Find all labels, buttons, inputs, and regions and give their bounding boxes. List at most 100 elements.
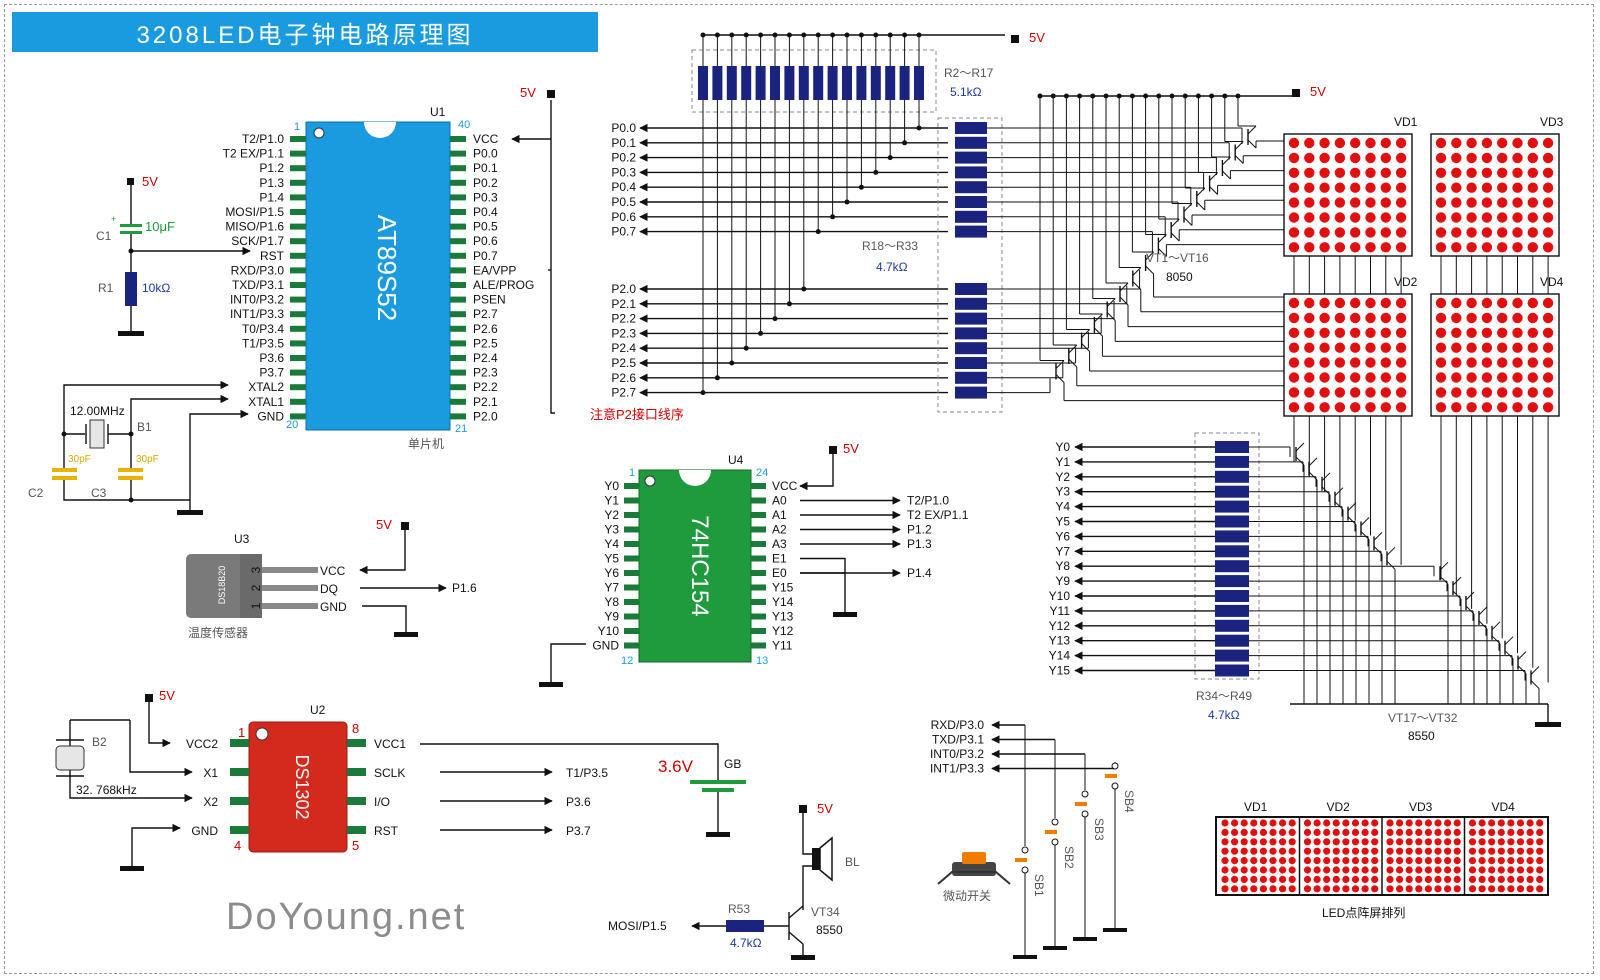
led-dot xyxy=(1304,182,1315,193)
r2-17-resistor xyxy=(914,66,924,100)
vt17-32-type: 8550 xyxy=(1408,729,1435,743)
arrangement-led xyxy=(1488,838,1496,846)
led-dot xyxy=(1365,152,1376,164)
arrangement-led xyxy=(1468,838,1477,846)
u4-left-pin-stub xyxy=(624,613,639,620)
arrangement-led xyxy=(1342,828,1350,837)
arrangement-led xyxy=(1434,828,1442,837)
led-dot xyxy=(1288,357,1300,368)
led-dot xyxy=(1435,297,1447,309)
u4-right-pin-stub xyxy=(751,642,766,649)
arrangement-led xyxy=(1434,885,1442,893)
arrangement-led xyxy=(1221,819,1229,827)
button-contact-bottom xyxy=(1111,782,1119,790)
u2-pin8: 8 xyxy=(352,721,359,736)
u1-left-pin-label: P3.6 xyxy=(259,351,284,365)
vt17-32-collector xyxy=(1295,442,1305,452)
speaker-cone xyxy=(819,836,833,882)
led-dot xyxy=(1481,197,1493,208)
r53-body xyxy=(726,920,764,932)
arrangement-led xyxy=(1361,847,1369,855)
led-dot xyxy=(1466,167,1477,178)
arrangement-led xyxy=(1453,866,1461,874)
r34-49-ref: R34～R49 xyxy=(1196,689,1252,703)
led-dot xyxy=(1319,182,1330,193)
u4-net-label: T2/P1.0 xyxy=(907,494,949,508)
led-dot xyxy=(1527,312,1539,324)
led-matrix-frame xyxy=(1430,133,1560,257)
arrangement-led xyxy=(1269,847,1277,855)
arrangement-led xyxy=(1434,819,1442,827)
u2-gnd-symbol xyxy=(120,866,144,871)
arrangement-led xyxy=(1231,866,1239,874)
led-dot xyxy=(1395,167,1407,178)
arrangement-led xyxy=(1507,857,1515,865)
led-dot xyxy=(1319,402,1330,413)
u4-left-pin-label: Y8 xyxy=(604,595,619,609)
u4-left-pin-stub xyxy=(624,599,639,605)
led-dot xyxy=(1451,387,1462,398)
u1-vcc-rail xyxy=(550,100,555,414)
u1-left-pin-stub xyxy=(290,194,306,201)
u1-right-pin-label: P2.0 xyxy=(473,409,498,423)
r2-17-resistor xyxy=(842,66,852,100)
arrangement-led xyxy=(1279,866,1287,874)
u1-right-pin-label: P2.7 xyxy=(473,307,498,321)
crystal-gnd-wire xyxy=(63,480,190,501)
arrangement-led xyxy=(1323,885,1331,893)
arrangement-led xyxy=(1288,819,1296,827)
arrangement-led xyxy=(1468,819,1477,827)
watermark: DoYoung.net xyxy=(226,896,467,938)
vt34-emitter xyxy=(788,931,804,945)
u1-left-pin-label: MISO/P1.6 xyxy=(225,220,284,234)
vt1-16-collector xyxy=(1132,267,1142,276)
led-dot xyxy=(1527,227,1539,238)
u1-left-pin-label: P1.2 xyxy=(259,161,284,175)
u4-right-pin-stub xyxy=(751,541,766,547)
column-net-label: Y6 xyxy=(1055,529,1070,543)
vt1-16-collector xyxy=(1196,187,1206,197)
arrangement-led xyxy=(1434,875,1442,884)
arrangement-led xyxy=(1313,875,1321,884)
led-dot xyxy=(1451,357,1462,368)
reset-junction xyxy=(128,248,134,254)
speaker-circuit: 5V BL VT34 8550 R53 4.7kΩ MOSI/P1.5 xyxy=(608,801,860,960)
spk-5v-terminal xyxy=(799,805,807,813)
r18-33-resistor xyxy=(955,312,987,325)
crystal-freq: 12.00MHz xyxy=(70,404,125,418)
arrangement-label: VD3 xyxy=(1409,800,1433,814)
arrangement-led xyxy=(1351,847,1360,855)
vt1-16-collector xyxy=(1145,251,1154,261)
led-dot xyxy=(1512,327,1523,338)
u1-left-pin-stub xyxy=(290,340,306,347)
led-dot xyxy=(1395,372,1407,383)
u3-vcc-wire xyxy=(359,526,406,575)
arrangement-led xyxy=(1332,819,1340,827)
u1-left-pin-label: T2 EX/P1.1 xyxy=(223,147,285,161)
arrangement-led xyxy=(1231,875,1239,884)
u2-part: DS1302 xyxy=(292,754,312,819)
arrangement-led xyxy=(1240,857,1248,865)
led-dot xyxy=(1527,342,1539,353)
button-contact-top xyxy=(1021,846,1029,854)
arrangement-led xyxy=(1453,828,1461,837)
arrangement-led xyxy=(1444,866,1452,874)
u4-right-pin-label: Y14 xyxy=(772,595,794,609)
u1-right-pin-label: EA/VPP xyxy=(473,263,516,277)
u2-right-pin-label: VCC1 xyxy=(374,737,406,751)
arrangement-led xyxy=(1259,828,1267,837)
led-dot xyxy=(1451,167,1462,178)
arrangement-led xyxy=(1259,847,1267,855)
u2-ref: U2 xyxy=(310,703,326,717)
u2-left-pin-label: VCC2 xyxy=(186,737,218,751)
r2-17-resistor xyxy=(827,66,838,100)
arrangement-led xyxy=(1405,847,1413,855)
vt17-32-collector xyxy=(1478,606,1488,616)
u3-pin-number: 2 xyxy=(249,584,263,591)
led-dot xyxy=(1304,197,1315,208)
gb-plate-long xyxy=(690,780,746,784)
led-dot xyxy=(1395,182,1407,193)
led-dot xyxy=(1466,327,1477,338)
u1-right-pin-stub xyxy=(450,267,466,274)
